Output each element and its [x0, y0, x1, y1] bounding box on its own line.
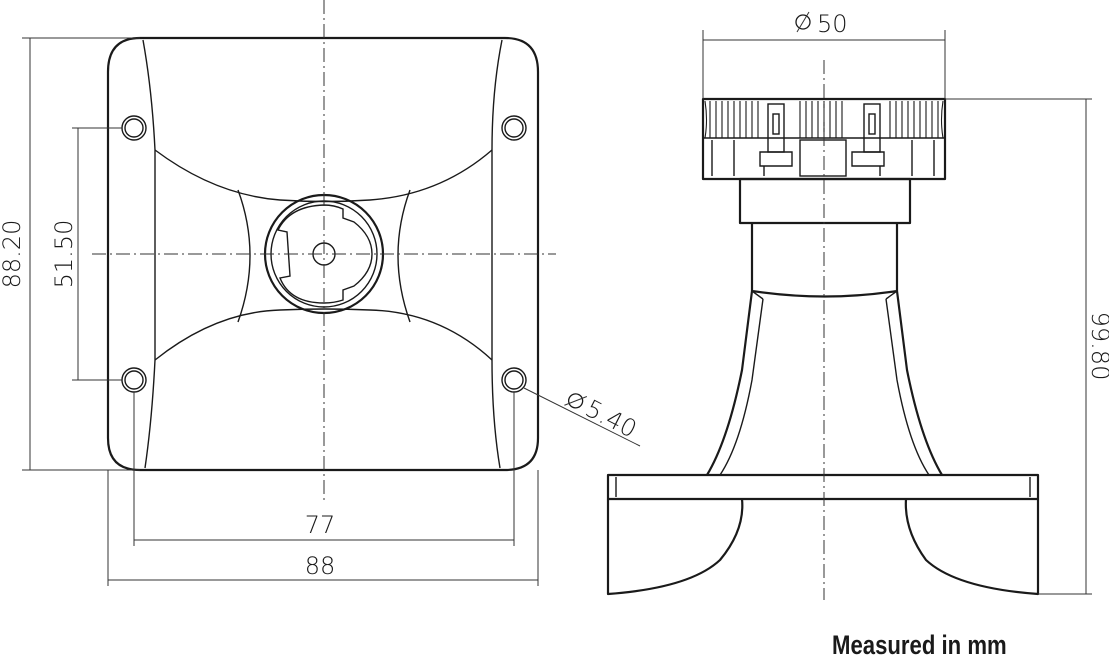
side-throat-tube	[750, 223, 899, 298]
front-horn-left-edge	[142, 39, 156, 469]
front-mount-hole-bl-inner	[124, 370, 144, 390]
front-mount-hole-tr	[501, 115, 527, 141]
side-view	[606, 60, 1040, 600]
side-terminal-right	[851, 103, 885, 176]
front-horn-bottom-curve	[154, 308, 493, 361]
side-horn-body	[706, 290, 943, 476]
front-throat-keyed-insert	[276, 204, 373, 304]
front-mount-hole-tr-inner	[504, 118, 524, 138]
dim-hole-spacing-horizontal: 77	[305, 511, 336, 539]
front-horn-right-edge	[491, 39, 503, 469]
front-dimensions: 88.20 51.50 77 88 5.40	[0, 37, 641, 586]
side-flange-plate	[606, 473, 1040, 501]
front-throat-right-curve	[397, 189, 411, 323]
front-flange-outline	[106, 36, 540, 472]
front-mount-hole-tl-inner	[124, 118, 144, 138]
dim-hole-diameter: 5.40	[581, 394, 641, 443]
dim-front-width: 88	[305, 552, 336, 580]
front-mount-hole-br-inner	[504, 370, 524, 390]
side-neck-block	[738, 177, 912, 225]
front-throat-left-curve	[237, 189, 251, 323]
dim-side-diameter: 50	[817, 10, 848, 38]
side-terminal-left	[759, 103, 793, 176]
dim-leader-hole-diameter	[523, 387, 641, 447]
dim-hole-spacing-vertical: 51.50	[50, 220, 78, 289]
diameter-symbol-icon	[567, 393, 584, 409]
diameter-symbol-icon	[795, 14, 811, 30]
dim-side-height: 99.80	[1086, 312, 1109, 381]
dim-front-height: 88.20	[0, 220, 26, 289]
side-dimensions: 50 99.80	[702, 10, 1109, 595]
side-driver-fins	[704, 100, 944, 139]
units-caption: Measured in mm	[832, 630, 1007, 660]
front-view	[92, 0, 556, 500]
side-horn-mouth	[606, 498, 1040, 596]
